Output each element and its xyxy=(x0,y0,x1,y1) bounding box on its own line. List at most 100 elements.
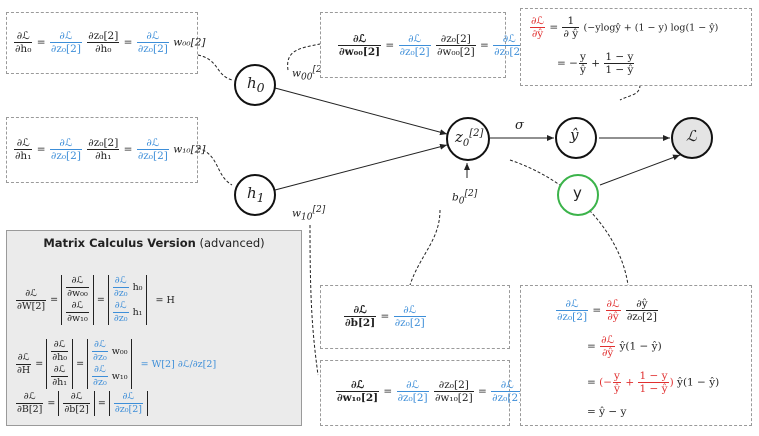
frac-t1: ∂ℒ∂z₀[2] xyxy=(398,33,431,58)
box-grad-w00: ∂ℒ∂w₀₀[2] = ∂ℒ∂z₀[2] ∂z₀[2]∂w₀₀[2] = ∂ℒ∂… xyxy=(320,12,541,78)
num: ∂ℒ xyxy=(16,288,47,301)
node-yhat-circle[interactable] xyxy=(555,117,597,159)
frac-t2: ∂z₀[2]∂w₀₀[2] xyxy=(435,33,476,58)
r3-close: ) xyxy=(669,376,674,389)
leader-yhat-box xyxy=(619,84,641,101)
num: ∂ŷ xyxy=(625,298,658,311)
num: ∂ℒ xyxy=(113,391,143,404)
node-L-circle[interactable] xyxy=(671,117,713,159)
num: ∂ℒ xyxy=(393,304,426,317)
eq-grad-h0: ∂ℒ∂h₀ = ∂ℒ∂z₀[2] ∂z₀[2]∂h₀ = ∂ℒ∂z₀[2] w₀… xyxy=(14,30,206,55)
leader-z-box xyxy=(509,159,629,286)
num: y xyxy=(613,370,621,383)
num: ∂ℒ xyxy=(51,339,69,352)
num: ∂ℒ xyxy=(396,379,429,392)
num: ∂ℒ xyxy=(66,275,89,288)
frac-r3-lhs: ∂ℒ∂B[2] xyxy=(16,391,44,416)
matrix-title-bold: Matrix Calculus Version xyxy=(43,236,196,250)
den: ∂W[2] xyxy=(17,300,46,312)
matrix-title-rest: (advanced) xyxy=(195,236,265,250)
node-y-circle[interactable] xyxy=(557,174,599,216)
eq-grad-z-2: = ∂ℒ∂ŷ ŷ(1 − ŷ) xyxy=(587,334,662,359)
frac-rhs: ∂ℒ∂z₀[2] xyxy=(393,304,426,329)
frac-r1b: ∂ŷ∂z₀[2] xyxy=(625,298,658,323)
frac-r1-lhs: ∂ℒ∂W[2] xyxy=(16,288,47,313)
box-grad-h1: ∂ℒ∂h₁ = ∂ℒ∂z₀[2] ∂z₀[2]∂h₁ = ∂ℒ∂z₀[2] w₁… xyxy=(6,117,205,183)
num: ∂z₀[2] xyxy=(435,33,476,46)
num: ∂ℒ xyxy=(16,351,32,365)
den: ∂ŷ xyxy=(531,28,544,40)
r3-plus: + xyxy=(621,376,638,389)
frac-r1: ∂ℒ∂ŷ xyxy=(605,298,621,323)
den: ∂z₀[2] xyxy=(626,311,657,323)
den: ∂z₀ xyxy=(93,352,107,363)
node-z-sub: 0 xyxy=(462,138,470,149)
den: ∂z₀[2] xyxy=(494,46,525,58)
num: ∂ℒ xyxy=(338,33,382,46)
w00-letter: w xyxy=(292,67,301,80)
num: ∂ℒ xyxy=(493,33,526,46)
num: ∂z₀[2] xyxy=(87,137,120,150)
den: ∂h₁ xyxy=(52,377,68,388)
b-letter: b xyxy=(452,191,459,204)
den: ∂h₁ xyxy=(95,150,112,162)
num: ∂z₀[2] xyxy=(433,379,474,392)
box-grad-yhat: ∂ℒ∂ŷ = 1∂ ŷ (−ylogŷ + (1 − y) log(1 − ŷ)… xyxy=(520,8,752,86)
num: ∂z₀[2] xyxy=(87,30,120,43)
eq-grad-b: ∂ℒ∂b[2] = ∂ℒ∂z₀[2] xyxy=(344,304,426,329)
eq-grad-w10: ∂ℒ∂w₁₀[2] = ∂ℒ∂z₀[2] ∂z₀[2]∂w₁₀[2] = ∂ℒ∂… xyxy=(335,379,539,404)
eq-grad-z-4: = ŷ − y xyxy=(587,406,627,418)
den: ∂h₀ xyxy=(52,352,68,363)
matrix-row-1: ∂ℒ∂W[2] = ∂ℒ∂w₀₀ ∂ℒ∂w₁₀ = ∂ℒ∂z₀ h₀ ∂ℒ∂z₀… xyxy=(16,275,175,325)
frac-t1: ∂ℒ∂z₀[2] xyxy=(49,137,82,162)
node-h1-circle[interactable] xyxy=(234,174,276,216)
node-h0-letter: h xyxy=(247,74,257,92)
edge-h0-z xyxy=(274,87,448,136)
num: ∂ℒ xyxy=(92,339,108,352)
num: 1 xyxy=(562,15,580,28)
frac-t1: ∂ℒ∂z₀[2] xyxy=(396,379,429,404)
den: ∂h₀ xyxy=(15,43,32,55)
matrix-row-2: ∂ℒ∂H = ∂ℒ∂h₀ ∂ℒ∂h₁ = ∂ℒ∂z₀ w₀₀ ∂ℒ∂z₀ w₁₀… xyxy=(16,339,217,389)
node-yhat-label: ŷ xyxy=(570,126,579,144)
den: ∂z₀[2] xyxy=(394,317,425,329)
r1-mat-2: ∂ℒ∂z₀ h₀ ∂ℒ∂z₀ h₁ xyxy=(107,275,147,325)
tail: w₁₀[2] xyxy=(173,143,206,156)
den: ∂z₀[2] xyxy=(50,43,81,55)
num: ∂ℒ xyxy=(398,33,431,46)
node-z-label: z0[2] xyxy=(455,128,483,150)
w00-sup: [2] xyxy=(312,65,326,75)
frac-t3: ∂ℒ∂z₀[2] xyxy=(136,30,169,55)
num: ∂ℒ xyxy=(112,300,129,313)
node-z-circle[interactable] xyxy=(446,117,490,161)
frac-lhs: ∂ℒ∂ŷ xyxy=(530,15,545,40)
num: ∂ℒ xyxy=(344,304,377,317)
frac-lhs: ∂ℒ∂w₀₀[2] xyxy=(338,33,382,58)
den: ∂w₁₀ xyxy=(67,313,88,324)
frac-t2: ∂z₀[2]∂w₁₀[2] xyxy=(433,379,474,404)
num: ∂ℒ xyxy=(136,30,169,43)
eq-grad-yhat-1: ∂ℒ∂ŷ = 1∂ ŷ (−ylogŷ + (1 − y) log(1 − ŷ) xyxy=(530,15,719,40)
eq-grad-z-1: ∂ℒ∂z₀[2] = ∂ℒ∂ŷ ∂ŷ∂z₀[2] xyxy=(556,298,658,323)
w00-idx: 00 xyxy=(301,72,313,83)
box-matrix-calculus: Matrix Calculus Version (advanced) ∂ℒ∂W[… xyxy=(6,230,302,426)
box-grad-b: ∂ℒ∂b[2] = ∂ℒ∂z₀[2] xyxy=(320,285,510,349)
leader-h1-box xyxy=(197,147,233,186)
b-sup: [2] xyxy=(464,189,478,199)
r3-mat-1-a: ∂ℒ∂b[2] xyxy=(63,391,90,416)
leader-h0-box xyxy=(197,54,233,81)
node-h1-letter: h xyxy=(247,184,257,202)
num: ∂ℒ xyxy=(66,300,89,313)
r1-mat-2-b: ∂ℒ∂z₀ xyxy=(112,300,129,325)
den: ∂h₀ xyxy=(95,43,112,55)
den: ∂z₀[2] xyxy=(137,43,168,55)
r2-result: = W[2] ∂ℒ/∂z[2] xyxy=(140,358,217,370)
den: ∂z₀[2] xyxy=(557,311,588,323)
r2-tail: ŷ(1 − ŷ) xyxy=(619,340,662,353)
den: ∂H xyxy=(17,364,31,376)
node-h0-circle[interactable] xyxy=(234,64,276,106)
node-z-sup: [2] xyxy=(469,128,484,139)
